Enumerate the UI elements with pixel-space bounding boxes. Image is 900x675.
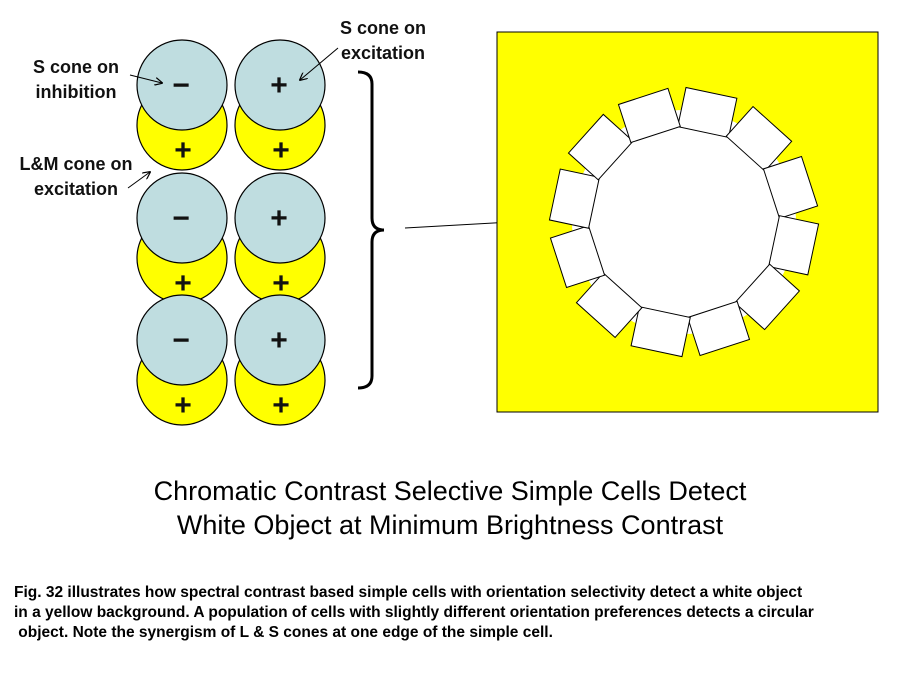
svg-text:L&M cone on: L&M cone on	[20, 154, 133, 174]
s-cone-excitation-label: S cone on excitation	[340, 18, 426, 63]
caption-line-2: in a yellow background. A population of …	[14, 604, 814, 621]
oriented-cell	[567, 113, 634, 181]
diagram: −+++−+++−+++ S cone on inhibition S cone…	[20, 18, 879, 426]
svg-text:inhibition: inhibition	[36, 82, 117, 102]
lm-cone-sign: +	[174, 389, 192, 422]
svg-text:excitation: excitation	[34, 179, 118, 199]
oriented-cell	[575, 272, 643, 339]
s-cone-sign: −	[172, 69, 190, 102]
s-cone-sign: +	[270, 69, 288, 102]
oriented-cell	[630, 306, 691, 358]
simple-cell: −+	[136, 39, 228, 171]
caption-line-1: Fig. 32 illustrates how spectral contras…	[14, 584, 803, 601]
s-cone-sign: +	[270, 324, 288, 357]
oriented-cell	[768, 215, 820, 276]
caption-line-3: object. Note the synergism of L & S cone…	[14, 624, 553, 641]
oriented-cell	[687, 300, 751, 357]
svg-text:S cone on: S cone on	[340, 18, 426, 38]
svg-text:S cone on: S cone on	[33, 57, 119, 77]
s-cone-inhibition-label: S cone on inhibition	[33, 57, 119, 102]
oriented-cell	[677, 86, 738, 139]
title-line-1: Chromatic Contrast Selective Simple Cell…	[153, 476, 747, 506]
s-cone-circle	[136, 172, 228, 264]
s-cone-sign: −	[172, 202, 190, 235]
figure-caption: Fig. 32 illustrates how spectral contras…	[14, 583, 894, 643]
lm-cone-excitation-label: L&M cone on excitation	[20, 154, 133, 199]
oriented-cell	[617, 87, 681, 144]
s-cone-circle	[234, 294, 326, 386]
title-line-2: White Object at Minimum Brightness Contr…	[176, 510, 724, 540]
simple-cell: −+	[136, 294, 228, 426]
lm-cone-sign: +	[174, 134, 192, 167]
oriented-cell	[549, 225, 606, 289]
simple-cell: ++	[234, 294, 326, 426]
s-inhibition-arrow	[129, 74, 162, 83]
oriented-cell	[734, 263, 801, 331]
figure-title: Chromatic Contrast Selective Simple Cell…	[0, 474, 900, 542]
simple-cell-grid: −+++−+++−+++	[136, 39, 326, 426]
cell-group-bracket	[357, 70, 385, 390]
lm-cone-sign: +	[272, 267, 290, 300]
s-cone-circle	[136, 39, 228, 131]
oriented-cell	[548, 168, 600, 229]
simple-cell: ++	[234, 172, 326, 304]
lm-cone-sign: +	[272, 389, 290, 422]
s-cone-circle	[234, 39, 326, 131]
lm-cone-sign: +	[272, 134, 290, 167]
lm-excitation-arrow	[127, 172, 150, 189]
simple-cell: −+	[136, 172, 228, 304]
s-excitation-arrow	[300, 47, 339, 80]
s-cone-sign: −	[172, 324, 190, 357]
lm-cone-sign: +	[174, 267, 192, 300]
svg-text:excitation: excitation	[341, 43, 425, 63]
s-cone-circle	[234, 172, 326, 264]
simple-cell: ++	[234, 39, 326, 171]
s-cone-sign: +	[270, 202, 288, 235]
oriented-cell-ring	[548, 86, 820, 358]
oriented-cell	[725, 105, 793, 172]
oriented-cell	[762, 155, 819, 219]
white-object	[572, 110, 796, 334]
s-cone-circle	[136, 294, 228, 386]
